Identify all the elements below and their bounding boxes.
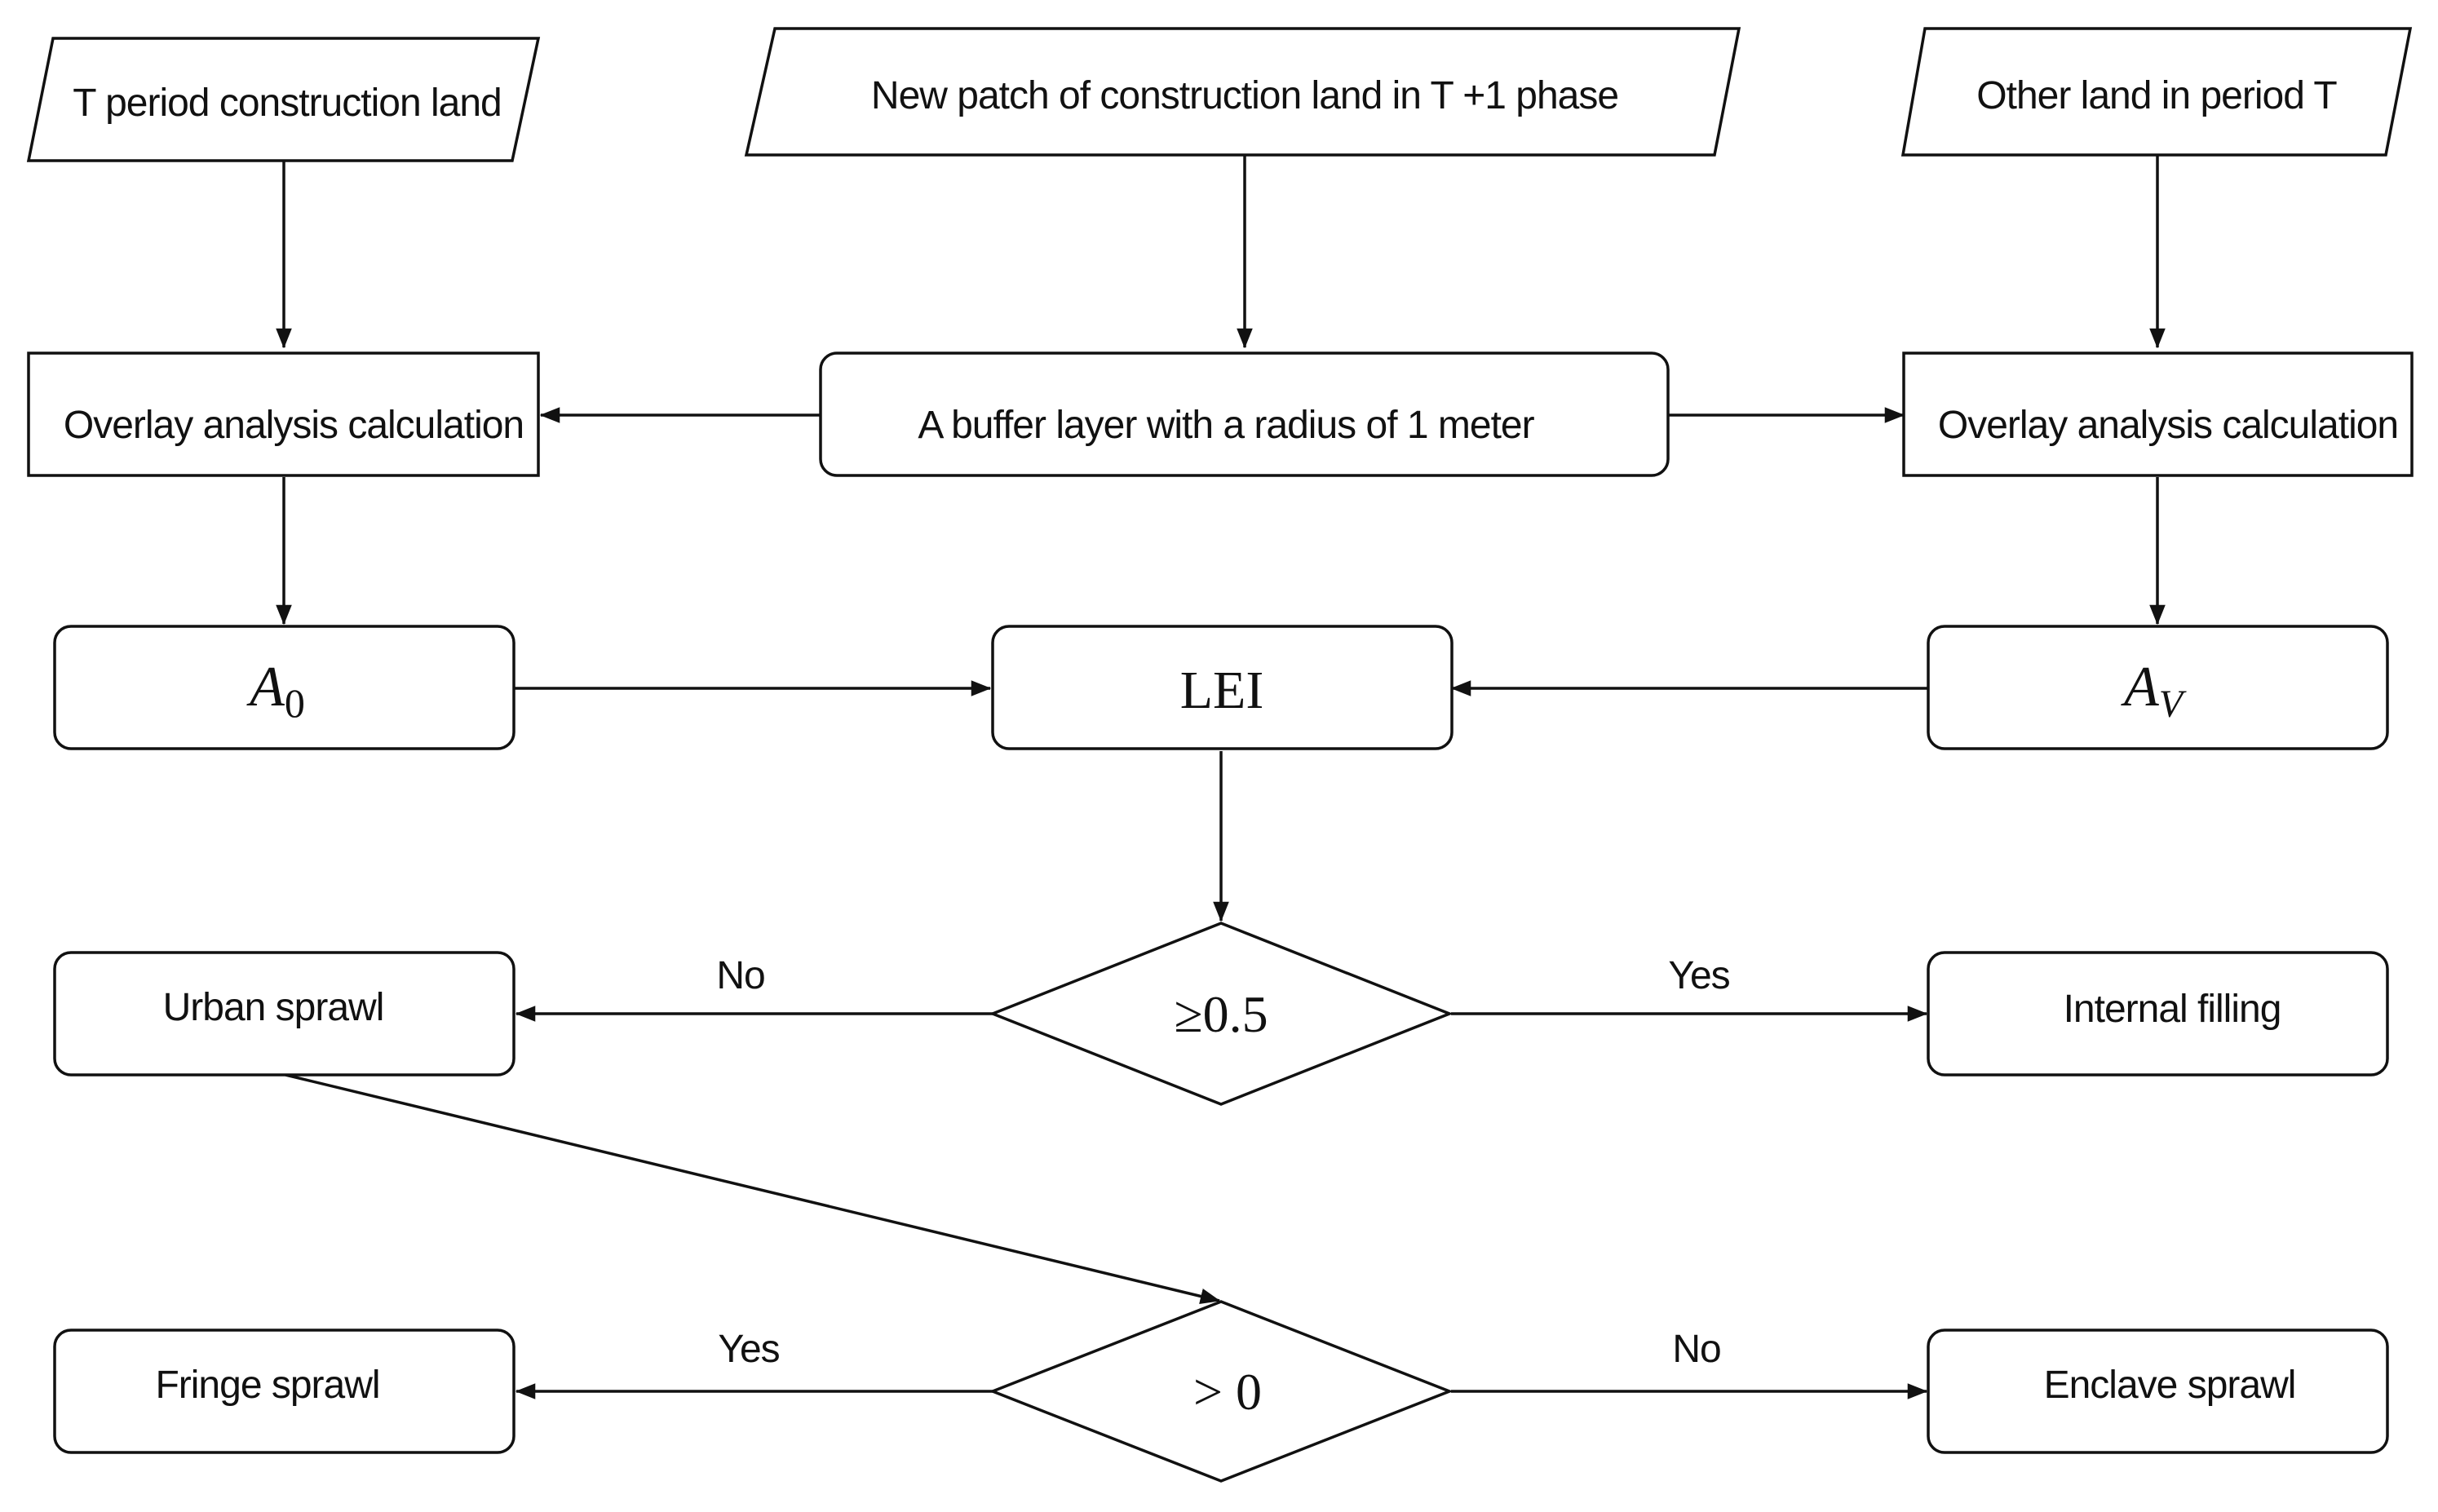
outcome-fringe-sprawl: Fringe sprawl bbox=[53, 1329, 515, 1454]
a0-base: A bbox=[246, 656, 285, 718]
edge-label-positive-yes: Yes bbox=[718, 1328, 779, 1371]
process-buffer-layer-label: A buffer layer with a radius of 1 meter bbox=[918, 404, 1534, 447]
outcome-enclave-sprawl: Enclave sprawl bbox=[1927, 1329, 2389, 1454]
edge-label-threshold-no: No bbox=[716, 954, 764, 997]
outcome-urban-sprawl: Urban sprawl bbox=[53, 951, 515, 1077]
decision-threshold: ≥0.5 bbox=[989, 922, 1454, 1106]
input-t-period-construction: T period construction land bbox=[26, 37, 541, 162]
process-overlay-right-label: Overlay analysis calculation bbox=[1938, 404, 2398, 447]
edges bbox=[276, 155, 2166, 1399]
input-other-land-label: Other land in period T bbox=[1976, 74, 2337, 117]
decision-positive-label: > 0 bbox=[1193, 1363, 1262, 1421]
input-t-period-construction-label: T period construction land bbox=[73, 82, 501, 125]
edge-label-threshold-yes: Yes bbox=[1668, 954, 1729, 997]
input-other-land: Other land in period T bbox=[1900, 27, 2413, 157]
av-base: A bbox=[2121, 656, 2159, 718]
process-buffer-layer: A buffer layer with a radius of 1 meter bbox=[819, 351, 1670, 477]
process-overlay-left-label: Overlay analysis calculation bbox=[64, 404, 524, 447]
input-new-patch-label: New patch of construction land in T +1 p… bbox=[871, 74, 1618, 117]
decision-positive: > 0 bbox=[989, 1300, 1454, 1483]
lei-label: LEI bbox=[1180, 661, 1264, 720]
node-a0: A0 bbox=[53, 625, 515, 750]
input-new-patch: New patch of construction land in T +1 p… bbox=[744, 27, 1741, 157]
edge-label-positive-no: No bbox=[1672, 1328, 1720, 1371]
node-av: AV bbox=[1927, 625, 2389, 750]
outcome-internal-filling-label: Internal filling bbox=[2064, 988, 2281, 1031]
process-overlay-left: Overlay analysis calculation bbox=[27, 351, 540, 477]
outcome-internal-filling: Internal filling bbox=[1927, 951, 2389, 1077]
outcome-urban-sprawl-label: Urban sprawl bbox=[163, 986, 384, 1029]
a0-subscript: 0 bbox=[285, 680, 305, 726]
outcome-enclave-sprawl-label: Enclave sprawl bbox=[2044, 1364, 2296, 1407]
svg-text:AV: AV bbox=[2121, 656, 2187, 726]
svg-text:A0: A0 bbox=[246, 656, 305, 726]
decision-threshold-label: ≥0.5 bbox=[1174, 985, 1268, 1043]
av-subscript: V bbox=[2159, 683, 2187, 726]
edge-urban-to-positive bbox=[285, 1073, 1221, 1305]
node-lei: LEI bbox=[991, 625, 1454, 750]
outcome-fringe-sprawl-label: Fringe sprawl bbox=[155, 1364, 379, 1407]
process-overlay-right: Overlay analysis calculation bbox=[1902, 351, 2414, 477]
